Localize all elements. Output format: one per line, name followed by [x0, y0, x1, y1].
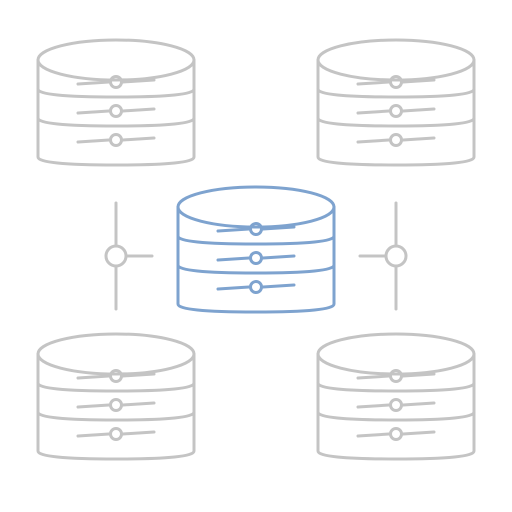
database-top-left-icon: [36, 38, 196, 167]
database-slot-line: [216, 285, 251, 291]
database-slot-line: [76, 403, 111, 409]
database-bottom-left-icon: [36, 332, 196, 461]
database-led-icon: [249, 251, 263, 265]
database-bottom-right-icon: [316, 332, 476, 461]
connector-node-icon: [104, 244, 128, 268]
database-led-icon: [109, 75, 123, 89]
connector-right-icon: [358, 201, 408, 311]
database-slot-line: [121, 107, 156, 113]
database-slot-line: [356, 403, 391, 409]
database-slot-line: [401, 401, 436, 407]
database-slot-line: [356, 109, 391, 115]
database-led-icon: [109, 369, 123, 383]
database-slot-line: [121, 78, 156, 84]
database-led-icon: [389, 133, 403, 147]
database-led-icon: [389, 369, 403, 383]
database-central-icon: [176, 185, 336, 314]
database-section-separator: [316, 410, 476, 422]
database-slot-line: [121, 430, 156, 436]
database-section-separator: [36, 87, 196, 99]
database-slot-line: [401, 430, 436, 436]
database-section-separator: [176, 263, 336, 275]
database-led-icon: [389, 398, 403, 412]
database-led-icon: [249, 280, 263, 294]
database-section-separator: [36, 381, 196, 393]
database-lid: [36, 332, 196, 376]
database-section-separator: [36, 116, 196, 128]
database-slot-line: [401, 136, 436, 142]
database-section-separator: [316, 381, 476, 393]
database-slot-line: [401, 78, 436, 84]
connector-left-icon: [104, 201, 154, 311]
database-slot-line: [76, 432, 111, 438]
database-led-icon: [109, 427, 123, 441]
database-body: [316, 58, 476, 167]
database-slot-line: [76, 80, 111, 86]
database-slot-line: [356, 432, 391, 438]
database-lid: [36, 38, 196, 82]
database-led-icon: [389, 427, 403, 441]
database-slot-line: [76, 109, 111, 115]
database-lid: [316, 332, 476, 376]
database-slot-line: [121, 136, 156, 142]
database-slot-line: [121, 372, 156, 378]
database-slot-line: [356, 374, 391, 380]
database-slot-line: [76, 138, 111, 144]
database-slot-line: [261, 225, 296, 231]
database-body: [36, 352, 196, 461]
database-body: [176, 205, 336, 314]
database-slot-line: [356, 80, 391, 86]
database-slot-line: [121, 401, 156, 407]
connector-node-icon: [384, 244, 408, 268]
database-led-icon: [109, 133, 123, 147]
database-slot-line: [356, 138, 391, 144]
database-section-separator: [176, 234, 336, 246]
database-slot-line: [216, 256, 251, 262]
database-led-icon: [249, 222, 263, 236]
database-section-separator: [316, 87, 476, 99]
database-slot-line: [401, 107, 436, 113]
database-lid: [176, 185, 336, 229]
database-led-icon: [109, 104, 123, 118]
database-led-icon: [389, 75, 403, 89]
database-section-separator: [316, 116, 476, 128]
database-slot-line: [261, 254, 296, 260]
database-slot-line: [76, 374, 111, 380]
database-body: [36, 58, 196, 167]
database-section-separator: [36, 410, 196, 422]
database-slot-line: [401, 372, 436, 378]
database-led-icon: [109, 398, 123, 412]
database-led-icon: [389, 104, 403, 118]
database-body: [316, 352, 476, 461]
database-top-right-icon: [316, 38, 476, 167]
database-lid: [316, 38, 476, 82]
database-slot-line: [216, 227, 251, 233]
database-slot-line: [261, 283, 296, 289]
